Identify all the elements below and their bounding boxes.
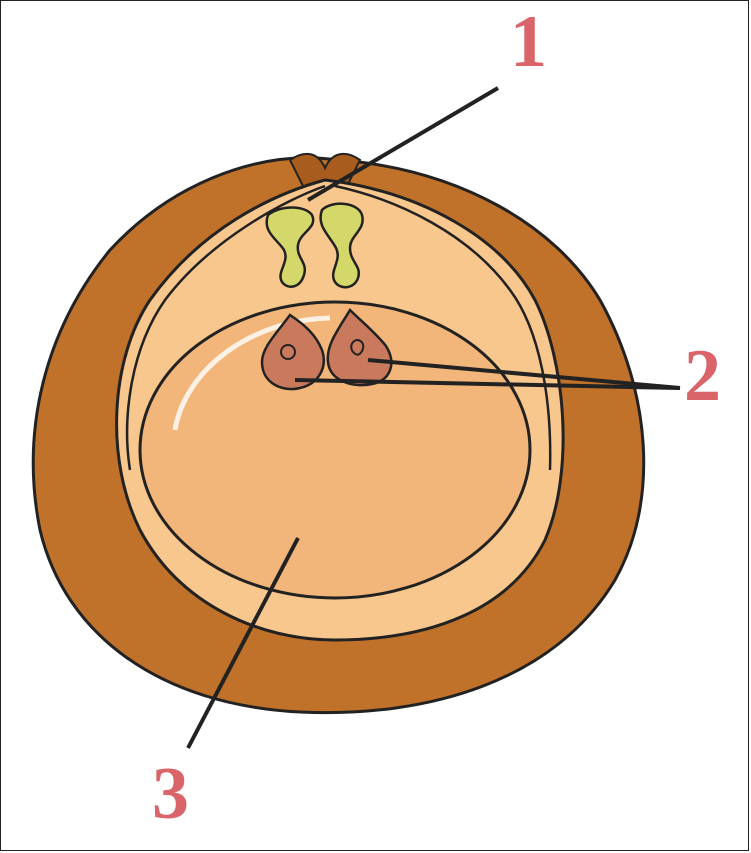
label-1: 1 bbox=[510, 1, 547, 83]
label-3: 3 bbox=[152, 753, 189, 835]
label-2: 2 bbox=[684, 335, 721, 417]
